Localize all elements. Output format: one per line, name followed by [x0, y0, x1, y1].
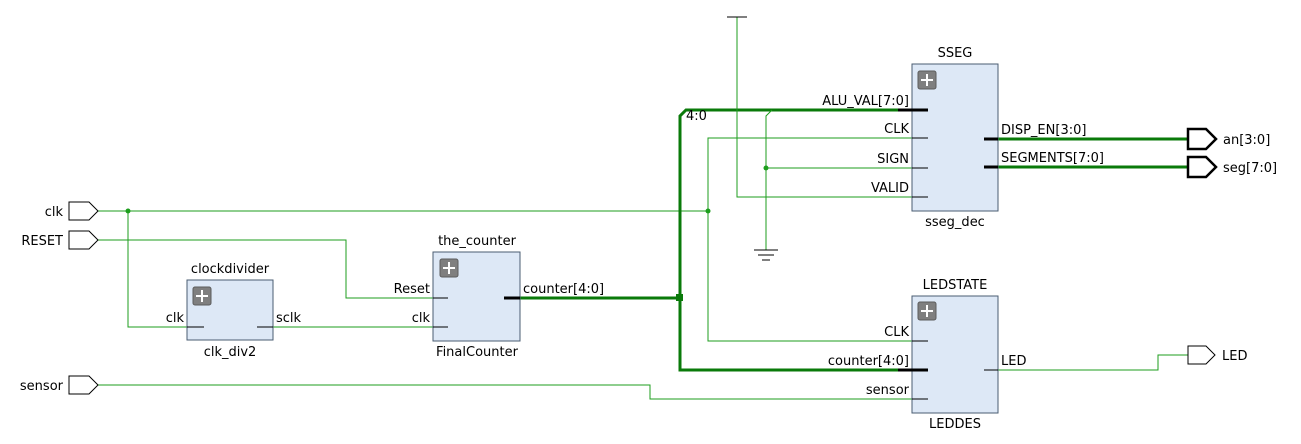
net-clk-to-ledstate[interactable]	[707, 211, 928, 342]
net-clk-to-divider[interactable]	[98, 210, 204, 328]
port-reset-label: RESET	[21, 234, 63, 249]
port-sensor-label: sensor	[20, 379, 64, 394]
expand-plus-icon[interactable]	[917, 301, 937, 321]
counter-pin-reset-label: Reset	[394, 282, 430, 297]
expand-plus-icon[interactable]	[192, 286, 212, 306]
expand-plus-icon[interactable]	[439, 258, 459, 278]
sseg-pin-sign-label: SIGN	[877, 152, 909, 167]
sseg-pin-alu-val-label: ALU_VAL[7:0]	[822, 94, 909, 109]
port-seg[interactable]: seg[7:0]	[1186, 155, 1277, 179]
port-seg-label: seg[7:0]	[1223, 161, 1277, 176]
clockdivider-pin-clk-label: clk	[166, 311, 185, 326]
net-vcc[interactable]	[736, 17, 928, 198]
port-sensor[interactable]: sensor	[20, 375, 99, 395]
block-sseg[interactable]: SSEG ALU_VAL[7:0] CLK SIGN VALID DISP_EN…	[822, 46, 1104, 230]
bus-counter-down[interactable]	[678, 298, 928, 372]
sseg-pin-segments-label: SEGMENTS[7:0]	[1001, 151, 1104, 166]
sseg-instance-name: SSEG	[938, 46, 973, 61]
junction-counter	[676, 294, 683, 301]
ledstate-module-name: LEDDES	[929, 417, 981, 432]
net-led[interactable]	[998, 354, 1188, 371]
port-clk-label: clk	[45, 205, 64, 220]
port-clk[interactable]: clk	[45, 201, 99, 221]
ledstate-pin-counter-label: counter[4:0]	[828, 354, 909, 369]
clockdivider-module-name: clk_div2	[204, 345, 257, 360]
counter-pin-counter-label: counter[4:0]	[523, 282, 604, 297]
ground-symbol	[754, 249, 778, 261]
sseg-module-name: sseg_dec	[925, 215, 985, 230]
bus-counter-up[interactable]	[678, 108, 928, 298]
ledstate-pin-led-label: LED	[1001, 354, 1026, 369]
expand-plus-icon[interactable]	[917, 70, 937, 90]
port-an[interactable]: an[3:0]	[1186, 127, 1270, 151]
port-an-label: an[3:0]	[1223, 133, 1270, 148]
ledstate-instance-name: LEDSTATE	[923, 278, 988, 293]
port-led-label: LED	[1222, 349, 1247, 364]
port-led[interactable]: LED	[1187, 345, 1247, 365]
counter-module-name: FinalCounter	[436, 345, 519, 360]
junction-clk-1	[125, 208, 131, 214]
block-ledstate[interactable]: LEDSTATE CLK counter[4:0] sensor LED LED…	[828, 278, 1027, 432]
net-reset[interactable]	[98, 239, 448, 299]
sseg-pin-clk-label: CLK	[884, 122, 909, 137]
clockdivider-instance-name: clockdivider	[191, 262, 270, 277]
net-gnd-drop[interactable]	[765, 109, 773, 250]
net-clk-branch[interactable]	[707, 137, 928, 211]
junction-gnd	[763, 165, 769, 171]
ledstate-pin-clk-label: CLK	[884, 325, 909, 340]
sseg-pin-valid-label: VALID	[871, 181, 909, 196]
net-sensor[interactable]	[98, 384, 928, 400]
block-the-counter[interactable]: the_counter Reset clk counter[4:0] Final…	[394, 234, 604, 360]
sseg-pin-disp-en-label: DISP_EN[3:0]	[1001, 123, 1086, 138]
bus-slice-label: 4:0	[686, 109, 707, 124]
block-clockdivider[interactable]: clockdivider clk sclk clk_div2	[166, 262, 302, 360]
junction-clk-2	[705, 208, 711, 214]
clockdivider-pin-sclk-label: sclk	[276, 311, 302, 326]
counter-pin-clk-label: clk	[412, 311, 431, 326]
counter-instance-name: the_counter	[438, 234, 517, 249]
port-reset[interactable]: RESET	[21, 230, 99, 250]
ledstate-pin-sensor-label: sensor	[866, 383, 910, 398]
